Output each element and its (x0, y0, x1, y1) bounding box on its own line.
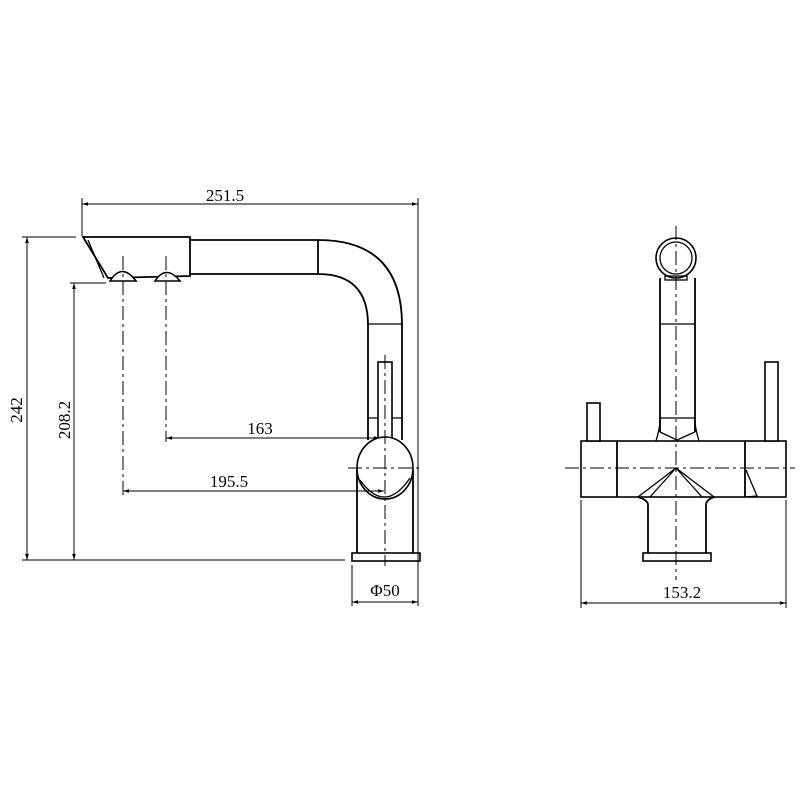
dim-label-base-diameter: Φ50 (370, 581, 399, 600)
front-column-collar (655, 419, 700, 442)
spout-bend-inner (317, 273, 369, 440)
dim-label-overall-reach: 251.5 (206, 186, 244, 205)
aerator-2 (153, 271, 182, 282)
front-left-knob (586, 402, 601, 442)
front-column-joint (660, 323, 695, 419)
front-body-right-bevel (744, 469, 758, 498)
front-body-dividers (616, 441, 746, 497)
dim-label-overall-height: 242 (7, 397, 26, 423)
side-body (356, 470, 414, 553)
front-view: 153.2 (565, 226, 795, 608)
front-column (659, 278, 696, 432)
spout-tube (190, 239, 319, 275)
spout-bend-outer (317, 239, 403, 440)
front-body (580, 440, 787, 498)
front-spout-ring-inner (659, 241, 693, 275)
dim-label-reach-2: 195.5 (210, 472, 248, 491)
front-dim-extensions (580, 500, 787, 608)
side-base-plate (351, 552, 421, 562)
side-cartridge-arc (359, 477, 411, 498)
dim-label-overall-width: 153.2 (663, 583, 701, 602)
dim-extension-base (351, 565, 419, 606)
dim-label-outlet-height: 208.2 (55, 401, 74, 439)
spout-head-slant (87, 239, 105, 279)
spout-head (81, 236, 191, 279)
side-view: 251.5 242 208.2 163 195.5 Φ50 (7, 186, 422, 606)
front-cross-web (637, 467, 715, 498)
front-base-plate (642, 552, 712, 562)
dim-label-reach-1: 163 (247, 419, 273, 438)
front-leg (637, 496, 715, 553)
front-right-lever (764, 361, 779, 442)
